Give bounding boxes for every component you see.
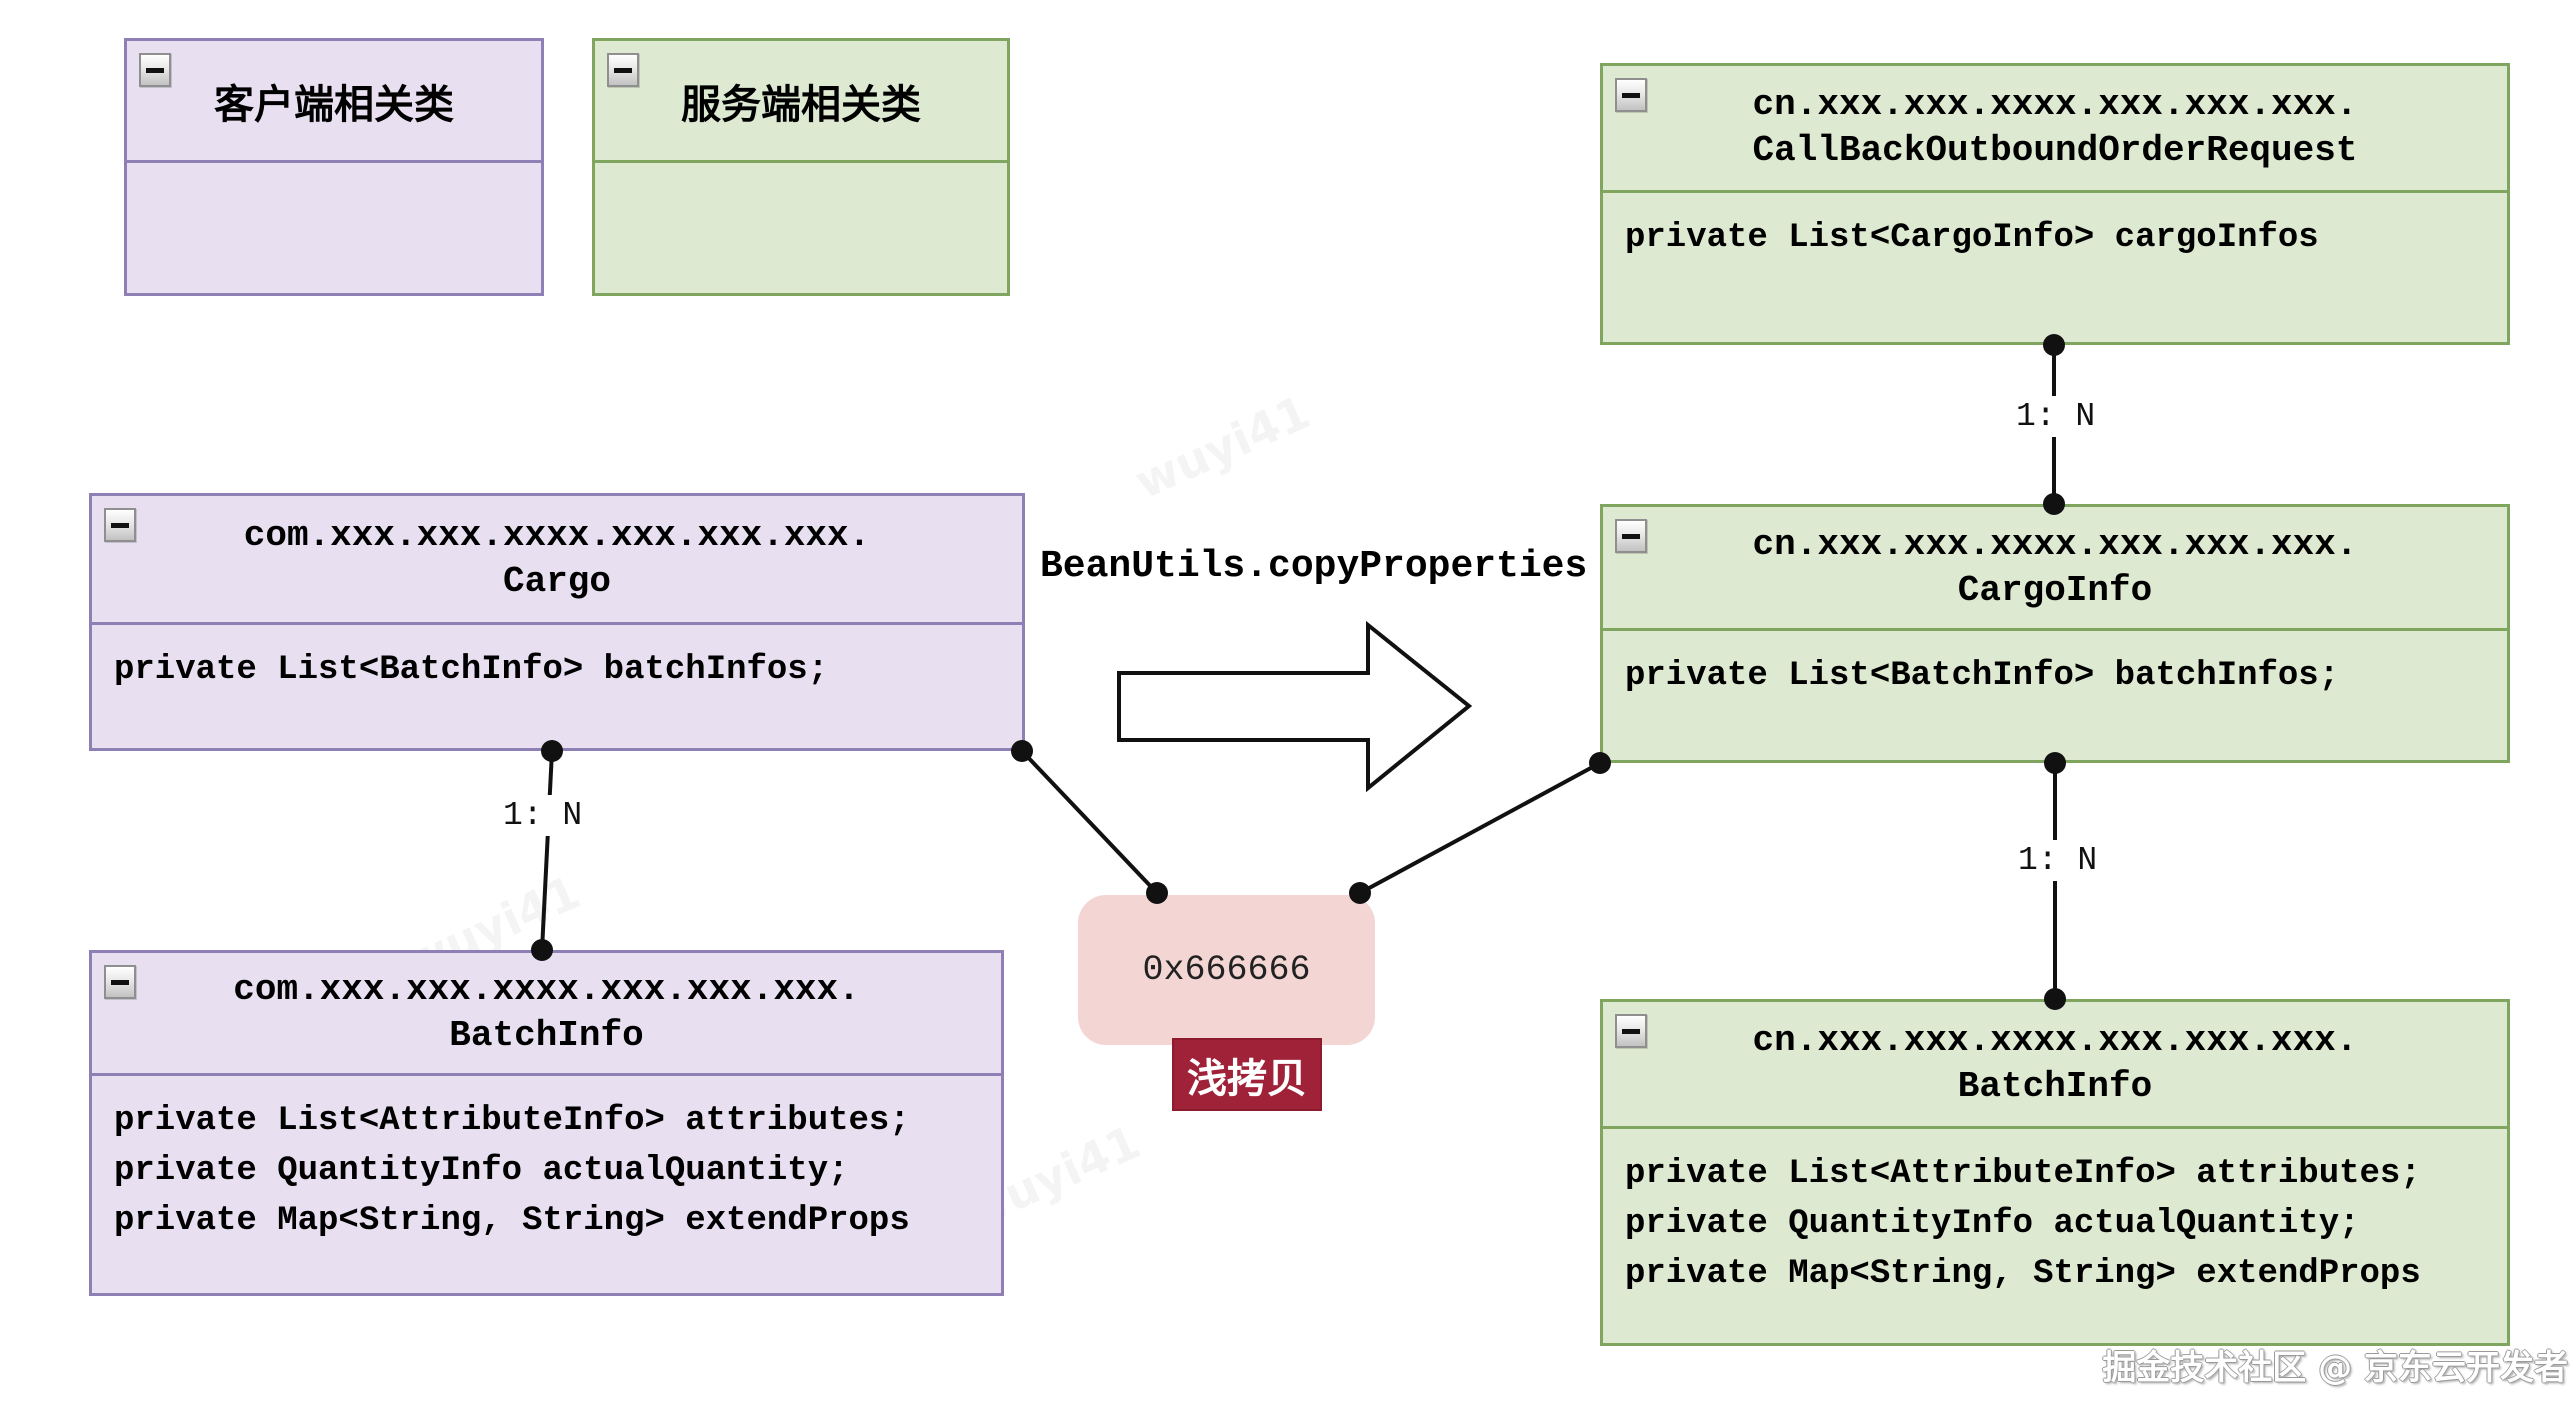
collapse-icon[interactable] bbox=[1615, 78, 1647, 112]
class-name: CallBackOutboundOrderRequest bbox=[1752, 130, 2358, 171]
legend-client-title: 客户端相关类 bbox=[214, 81, 454, 128]
class-box-batch-info-server: cn.xxx.xxx.xxxx.xxx.xxx.xxx. BatchInfo p… bbox=[1600, 999, 2510, 1346]
memory-address-text: 0x666666 bbox=[1142, 950, 1311, 990]
class-field: private List<AttributeInfo> attributes; bbox=[114, 1102, 910, 1140]
class-field: private QuantityInfo actualQuantity; bbox=[114, 1152, 849, 1190]
class-name: BatchInfo bbox=[449, 1015, 644, 1056]
legend-server-body bbox=[595, 163, 1007, 183]
minus-icon bbox=[111, 979, 129, 985]
minus-icon bbox=[111, 522, 129, 528]
collapse-icon[interactable] bbox=[104, 965, 136, 999]
minus-icon bbox=[614, 67, 632, 73]
class-field: private Map<String, String> extendProps bbox=[1625, 1255, 2421, 1293]
minus-icon bbox=[1622, 533, 1640, 539]
class-package: cn.xxx.xxx.xxxx.xxx.xxx.xxx. bbox=[1752, 84, 2358, 125]
memory-address-node: 0x666666 bbox=[1078, 895, 1375, 1045]
class-field: private List<BatchInfo> batchInfos; bbox=[114, 651, 829, 689]
multiplicity-label: 1: N bbox=[2008, 396, 2104, 437]
legend-box-server: 服务端相关类 bbox=[592, 38, 1010, 296]
legend-server-title: 服务端相关类 bbox=[681, 81, 921, 128]
collapse-icon[interactable] bbox=[104, 508, 136, 542]
class-box-cargo-info: cn.xxx.xxx.xxxx.xxx.xxx.xxx. CargoInfo p… bbox=[1600, 504, 2510, 763]
class-box-callback-request: cn.xxx.xxx.xxxx.xxx.xxx.xxx. CallBackOut… bbox=[1600, 63, 2510, 345]
class-field: private List<BatchInfo> batchInfos; bbox=[1625, 657, 2340, 695]
class-package: cn.xxx.xxx.xxxx.xxx.xxx.xxx. bbox=[1752, 1020, 2358, 1061]
watermark-text: wuyi41 bbox=[1127, 384, 1318, 510]
legend-client-body bbox=[127, 163, 541, 183]
reference-line-cargo-memory bbox=[1020, 749, 1159, 895]
collapse-icon[interactable] bbox=[1615, 519, 1647, 553]
class-box-batch-info-client: com.xxx.xxx.xxxx.xxx.xxx.xxx. BatchInfo … bbox=[89, 950, 1004, 1296]
collapse-icon[interactable] bbox=[607, 53, 639, 87]
class-field: private List<AttributeInfo> attributes; bbox=[1625, 1155, 2421, 1193]
collapse-icon[interactable] bbox=[139, 53, 171, 87]
class-package: com.xxx.xxx.xxxx.xxx.xxx.xxx. bbox=[233, 969, 860, 1010]
minus-icon bbox=[1622, 92, 1640, 98]
class-name: BatchInfo bbox=[1957, 1066, 2153, 1107]
copy-direction-arrow bbox=[1117, 620, 1473, 793]
collapse-icon[interactable] bbox=[1615, 1014, 1647, 1048]
class-package: cn.xxx.xxx.xxxx.xxx.xxx.xxx. bbox=[1752, 523, 2358, 565]
class-field: private QuantityInfo actualQuantity; bbox=[1625, 1205, 2360, 1243]
class-package: com.xxx.xxx.xxxx.xxx.xxx.xxx. bbox=[243, 515, 871, 556]
legend-box-client: 客户端相关类 bbox=[124, 38, 544, 296]
class-name: Cargo bbox=[502, 561, 612, 602]
class-field: private List<CargoInfo> cargoInfos bbox=[1625, 219, 2319, 257]
shallow-copy-badge-text: 浅拷贝 bbox=[1187, 1055, 1307, 1102]
minus-icon bbox=[146, 67, 164, 73]
reference-line-cargoinfo-memory bbox=[1359, 761, 1601, 895]
minus-icon bbox=[1622, 1028, 1640, 1034]
copy-properties-label: BeanUtils.copyProperties bbox=[1040, 545, 1588, 588]
class-name: CargoInfo bbox=[1957, 569, 2153, 611]
multiplicity-label: 1: N bbox=[495, 795, 591, 836]
class-box-cargo: com.xxx.xxx.xxxx.xxx.xxx.xxx. Cargo priv… bbox=[89, 493, 1025, 751]
class-field: private Map<String, String> extendProps bbox=[114, 1202, 910, 1240]
credit-watermark: 掘金技术社区 @ 京东云开发者 bbox=[2102, 1348, 2568, 1388]
multiplicity-label: 1: N bbox=[2010, 840, 2106, 881]
shallow-copy-badge: 浅拷贝 bbox=[1172, 1038, 1322, 1111]
